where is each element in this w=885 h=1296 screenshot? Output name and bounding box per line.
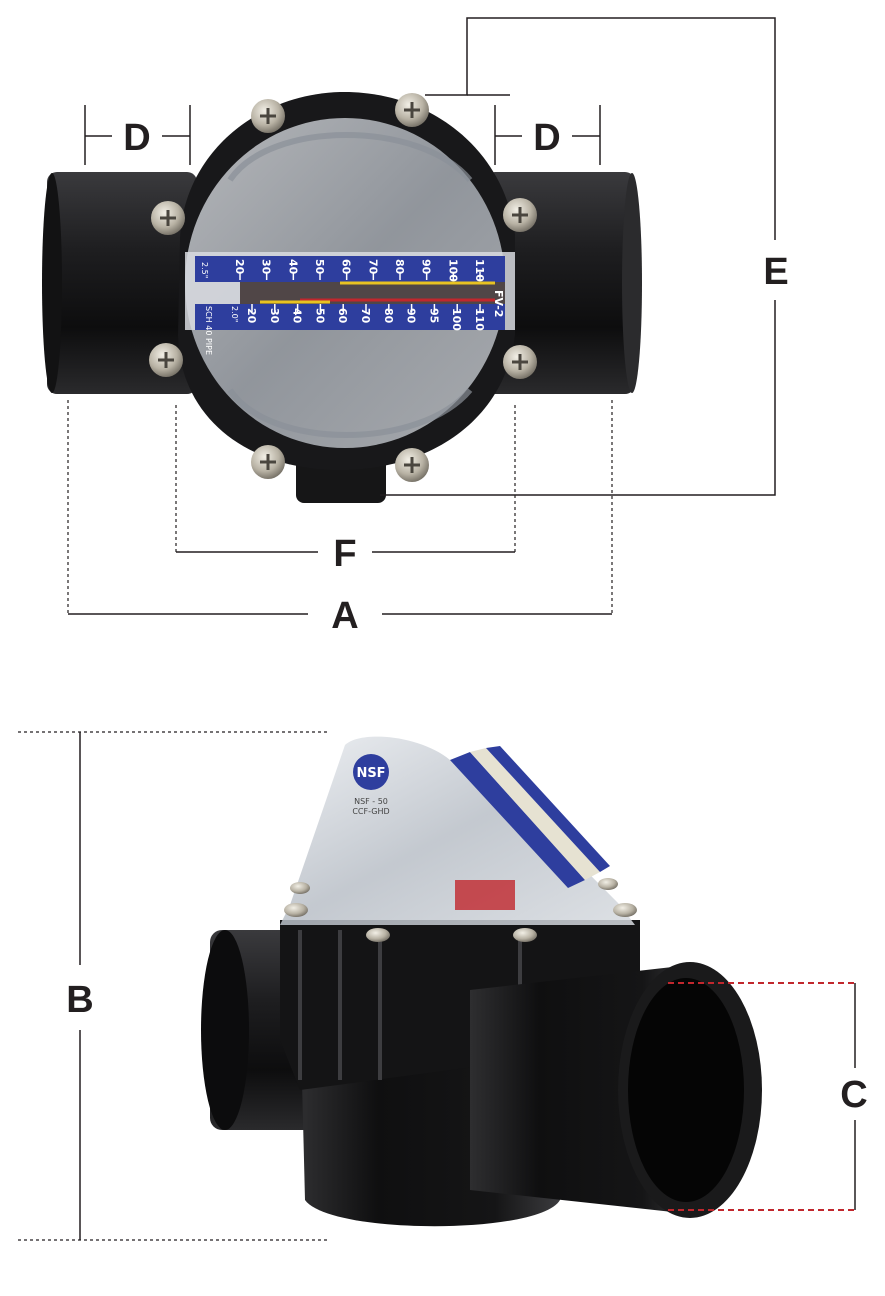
top-view: 20 30 40 50 60 70 80 90 100 110 20 30 40 50 60 70 80 90 9… — [42, 17, 789, 637]
bottom-scale-strip — [195, 304, 505, 330]
bolt-icon — [503, 198, 537, 232]
bolt-icon — [598, 878, 618, 890]
bolt-icon — [513, 928, 537, 942]
dimension-f — [175, 405, 516, 552]
scale-tick-label: 80 — [382, 308, 395, 324]
label-e: E — [763, 251, 788, 293]
pipe-size-bottom: 2.0" — [230, 306, 239, 322]
bolt-icon — [613, 903, 637, 917]
dimension-d-left — [84, 105, 191, 165]
label-a: A — [331, 595, 358, 637]
pipe-size-top: 2.5" — [200, 262, 209, 278]
bolt-icon — [284, 903, 308, 917]
scale-tick-label: 90 — [420, 259, 433, 275]
svg-text:NSF - 50: NSF - 50 — [354, 797, 388, 806]
scale-tick-label: 30 — [260, 259, 273, 275]
scale-tick-label: 95 — [427, 308, 440, 323]
scale-tick-label: 20 — [245, 308, 258, 324]
scale-tick-label: 40 — [291, 308, 304, 324]
dimension-c — [668, 982, 856, 1211]
bolt-icon — [149, 343, 183, 377]
dimension-e — [380, 17, 776, 496]
side-view: NSF NSF - 50 CCF-GHD B C — [18, 731, 868, 1241]
nsf-badge: NSF NSF - 50 CCF-GHD — [352, 754, 390, 816]
label-d-right: D — [533, 117, 560, 159]
side-bolts — [284, 878, 637, 942]
label-f: F — [333, 533, 356, 575]
top-scale-ticks: 20 30 40 50 60 70 80 90 100 110 — [233, 259, 486, 282]
scale-tick-label: 20 — [233, 259, 246, 275]
scale-tick-label: 70 — [366, 259, 379, 275]
side-scale — [450, 746, 610, 888]
pipe-note: SCH 40 PIPE — [204, 306, 213, 355]
scale-tick-label: 100 — [450, 308, 463, 331]
bolt-icon — [290, 882, 310, 894]
svg-text:NSF: NSF — [356, 766, 385, 781]
bolt-icon — [251, 99, 285, 133]
scale-tick-label: 60 — [336, 308, 349, 324]
scale-tick-label: 30 — [268, 308, 281, 324]
scale-tick-label: 80 — [393, 259, 406, 275]
svg-text:CCF-GHD: CCF-GHD — [352, 807, 389, 816]
scale-tick-label: 40 — [286, 259, 299, 275]
dimension-d-right — [494, 105, 601, 165]
dimension-b — [18, 731, 328, 1241]
scale-tick-label: 50 — [313, 259, 326, 275]
scale-tick-label: 70 — [359, 308, 372, 324]
bolt-icon — [395, 448, 429, 482]
label-c: C — [840, 1074, 867, 1116]
bolt-icon — [251, 445, 285, 479]
label-d-left: D — [123, 117, 150, 159]
bolt-icon — [366, 928, 390, 942]
scale-tick-label: 110 — [473, 259, 486, 282]
bottom-scale-ticks: 20 30 40 50 60 70 80 90 95 100 110 — [245, 304, 486, 331]
bolt-icon — [395, 93, 429, 127]
label-b: B — [66, 979, 93, 1021]
flow-gauge: 20 30 40 50 60 70 80 90 100 110 20 30 40 50 60 70 80 90 9… — [185, 252, 515, 355]
scale-tick-label: 100 — [446, 259, 459, 282]
scale-tick-label: 90 — [405, 308, 418, 324]
gauge-model-label: FV-2 — [492, 290, 505, 317]
bolts — [149, 93, 537, 482]
scale-tick-label: 60 — [340, 259, 353, 275]
bolt-icon — [151, 201, 185, 235]
scale-tick-label: 110 — [473, 308, 486, 331]
bolt-icon — [503, 345, 537, 379]
side-right-pipe — [470, 962, 762, 1218]
scale-tick-label: 50 — [313, 308, 326, 324]
